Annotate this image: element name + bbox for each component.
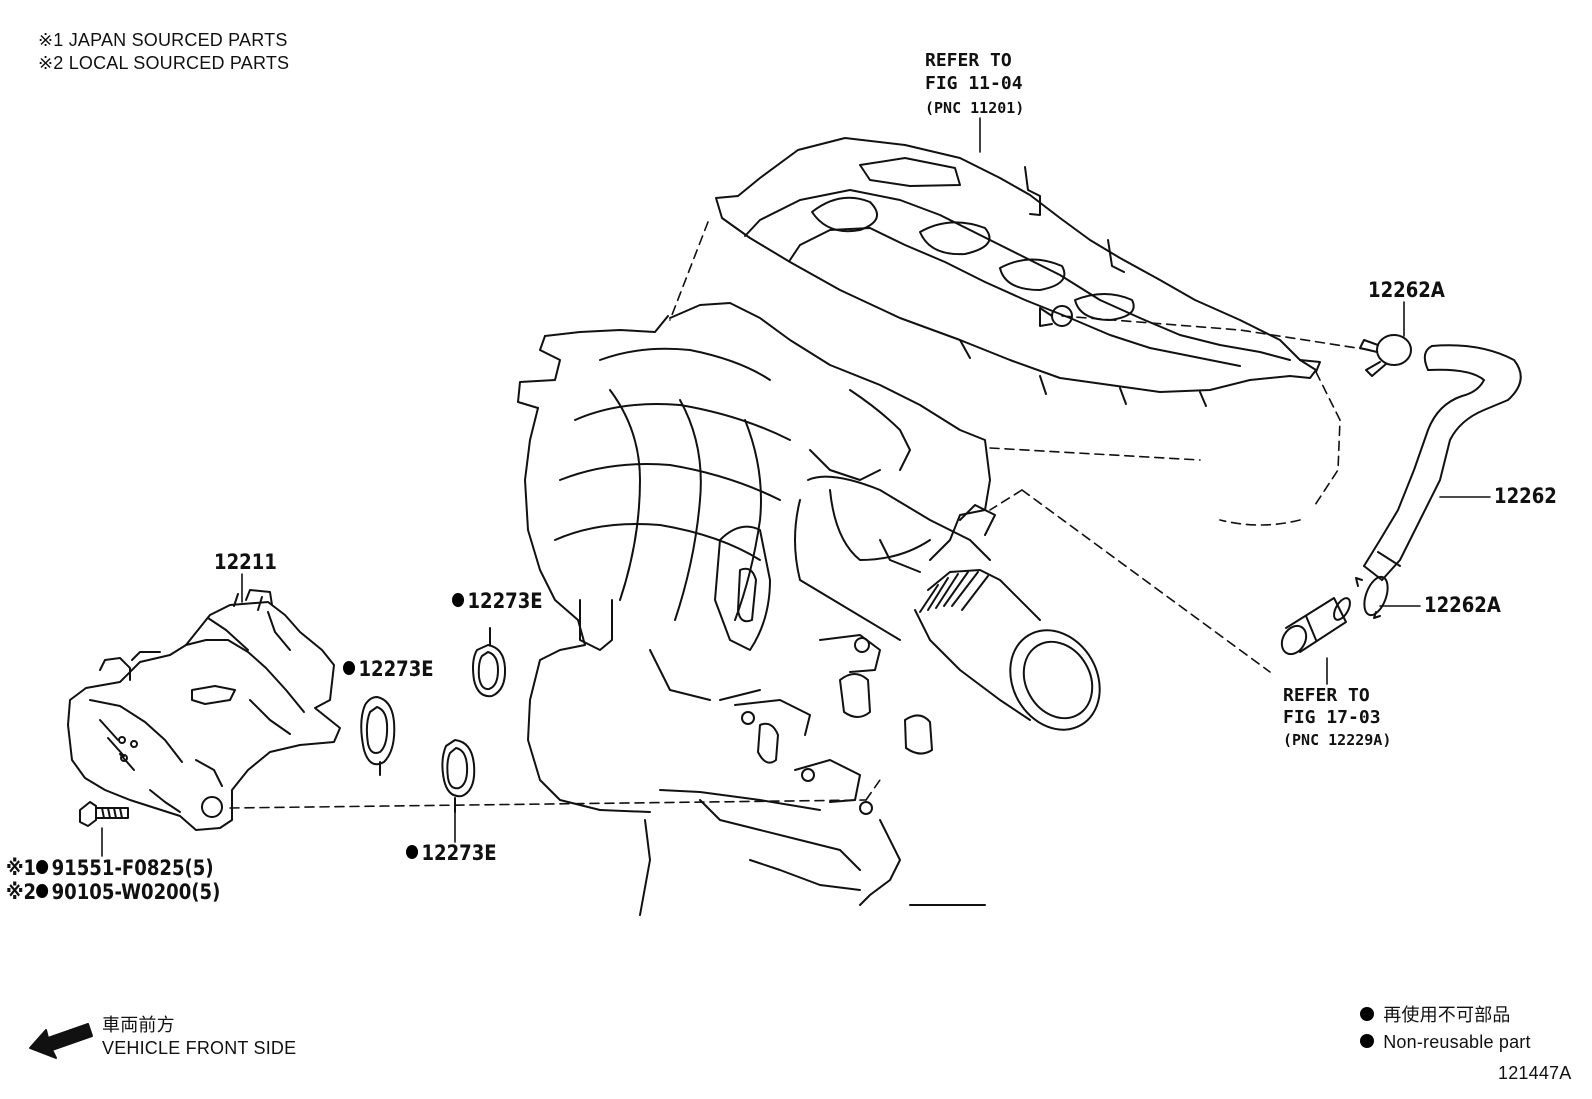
part-number: 12273E <box>358 657 434 681</box>
ref-right-line2: FIG 17-03 <box>1283 707 1381 728</box>
cylinder-head-cover <box>715 137 1321 407</box>
part-number: 12273E <box>467 589 543 613</box>
note-local-sourced: ※2 LOCAL SOURCED PARTS <box>38 53 290 73</box>
oil-separator <box>67 589 341 831</box>
part-label-12262: 12262 <box>1494 484 1557 508</box>
non-reusable-dot-icon <box>1360 1007 1374 1022</box>
non-reusable-dot-icon <box>36 860 49 874</box>
non-reusable-dot-icon <box>406 845 419 859</box>
part-number: 12273E <box>421 841 497 865</box>
union-fitting <box>1280 597 1351 656</box>
source-mark: ※2 <box>6 880 37 904</box>
non-reusable-dot-icon <box>36 884 49 898</box>
bolt <box>79 801 129 827</box>
part-label-12273e-a: 12273E <box>343 659 434 680</box>
legend-jp-text: 再使用不可部品 <box>1383 1005 1511 1025</box>
part-label-bolt-1: ※1 91551-F0825(5) <box>6 858 214 879</box>
gasket-c-shape <box>441 739 476 813</box>
legend-en-text: Non-reusable part <box>1383 1032 1531 1052</box>
ref-top-line2: FIG 11-04 <box>925 73 1023 94</box>
diagram-id: 121447A <box>1498 1063 1572 1083</box>
engine-block <box>517 302 991 916</box>
note-japan-sourced: ※1 JAPAN SOURCED PARTS <box>38 30 288 50</box>
pcv-hose <box>1363 344 1522 581</box>
direction-en: VEHICLE FRONT SIDE <box>102 1038 297 1058</box>
clamp-top-shape <box>1359 334 1412 377</box>
ref-right-pnc: (PNC 12229A) <box>1283 731 1392 749</box>
part-number: 90105-W0200(5) <box>51 880 221 904</box>
dashed-leaders <box>229 221 1371 809</box>
ref-top-line1: REFER TO <box>925 50 1012 71</box>
gasket-b-shape <box>472 627 507 698</box>
front-arrow-icon <box>29 1023 93 1059</box>
label-leaders <box>101 117 1491 857</box>
gasket-a-shape <box>360 696 396 776</box>
clamp-bottom-shape <box>1355 575 1389 619</box>
legend-jp: 再使用不可部品 <box>1360 1006 1511 1024</box>
non-reusable-dot-icon <box>1360 1034 1374 1049</box>
part-label-bolt-2: ※2 90105-W0200(5) <box>6 882 220 903</box>
intake-duct <box>794 475 1101 731</box>
part-label-12273e-c: 12273E <box>406 843 497 864</box>
part-label-12262a-top: 12262A <box>1368 278 1445 302</box>
part-label-12211: 12211 <box>214 550 277 574</box>
non-reusable-dot-icon <box>452 593 465 607</box>
part-label-12262a-bottom: 12262A <box>1424 593 1501 617</box>
ref-top-pnc: (PNC 11201) <box>925 99 1025 117</box>
part-label-12273e-b: 12273E <box>452 591 543 612</box>
part-number: 91551-F0825(5) <box>51 856 214 880</box>
source-mark: ※1 <box>6 856 37 880</box>
legend-en: Non-reusable part <box>1360 1033 1531 1051</box>
ref-right-line1: REFER TO <box>1283 685 1370 706</box>
direction-jp: 車両前方 <box>102 1015 175 1035</box>
non-reusable-dot-icon <box>343 661 356 675</box>
